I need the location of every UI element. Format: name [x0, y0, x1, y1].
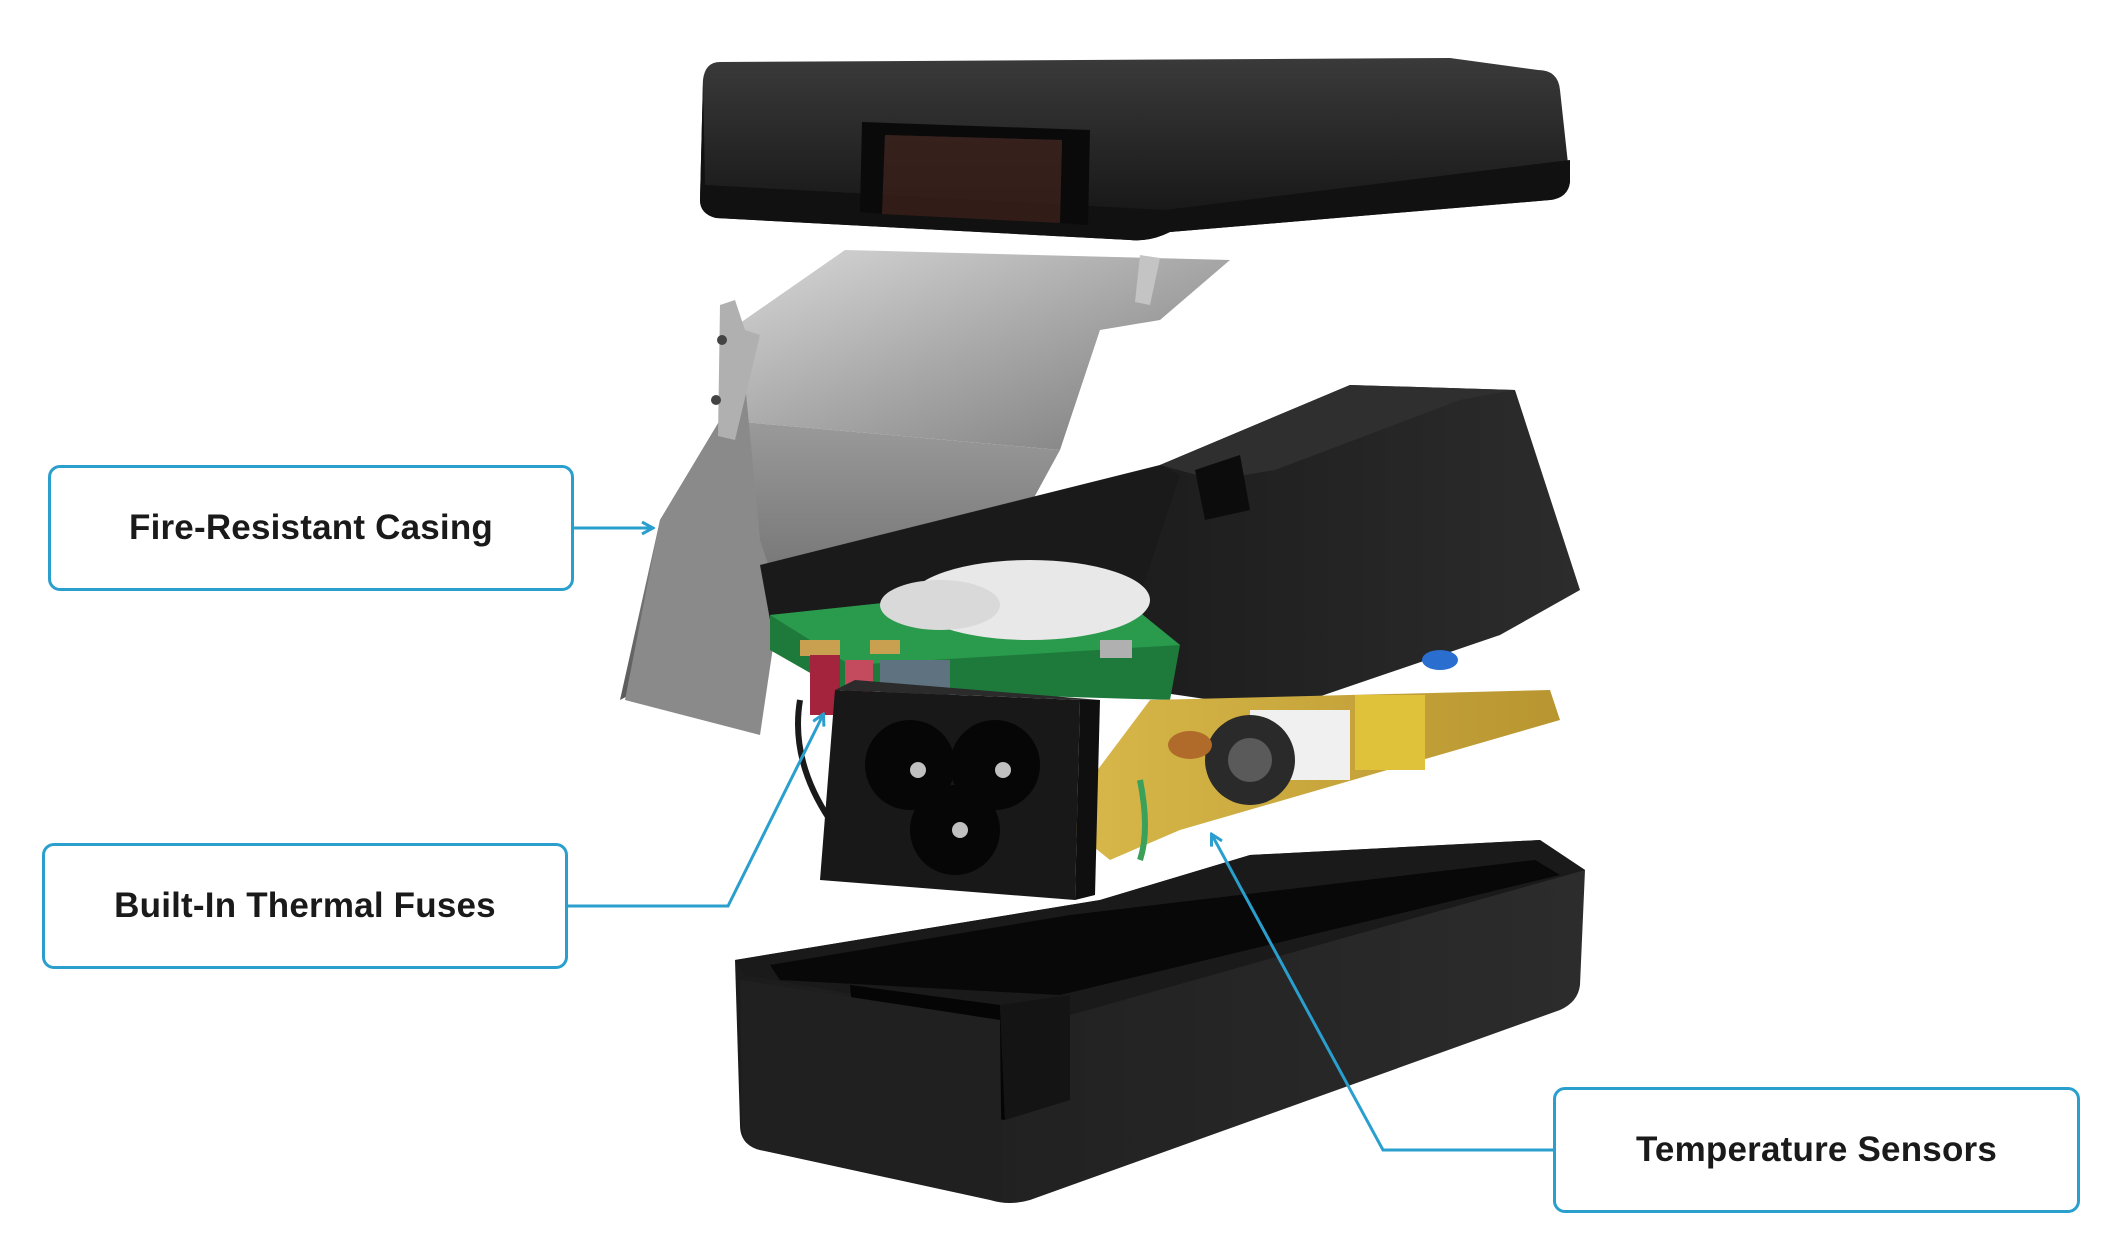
callout-temperature-sensors: Temperature Sensors [1553, 1087, 2080, 1213]
leader-fuses [568, 715, 823, 908]
top-lid [700, 58, 1570, 241]
callout-label: Built-In Thermal Fuses [114, 886, 496, 925]
power-socket [820, 680, 1100, 900]
callout-label: Fire-Resistant Casing [128, 508, 493, 547]
bottom-base [735, 840, 1585, 1203]
circuit-board [770, 560, 1560, 873]
callout-thermal-fuses: Built-In Thermal Fuses [42, 843, 568, 969]
callout-fire-resistant-casing: Fire-Resistant Casing [48, 465, 574, 591]
metal-shield [620, 250, 1230, 735]
leader-lines [568, 528, 1553, 1152]
callout-label: Temperature Sensors [1635, 1130, 1998, 1169]
leader-temperature [1212, 835, 1553, 1152]
